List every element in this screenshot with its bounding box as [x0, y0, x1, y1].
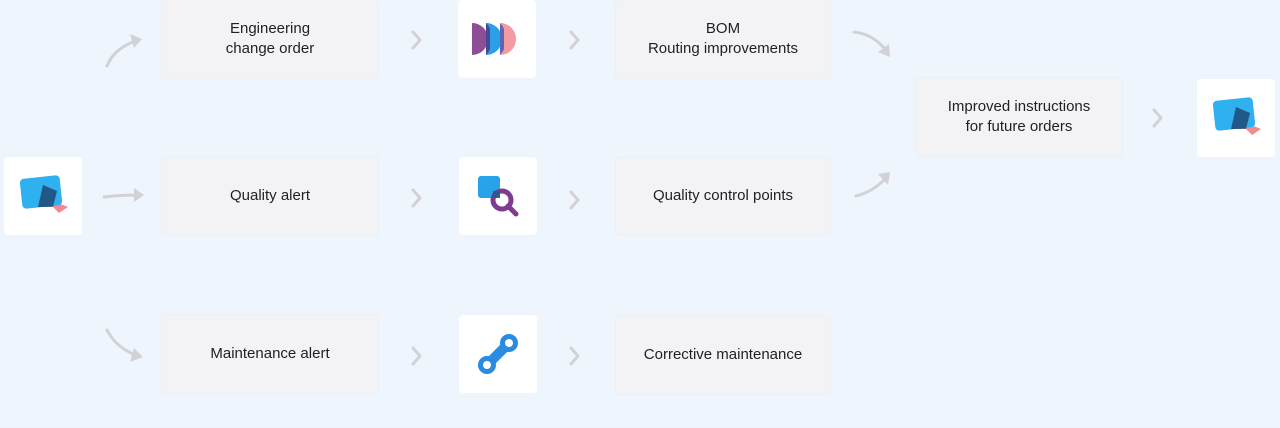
- chevron-right-icon: [569, 30, 580, 50]
- bom-routing-box: BOM Routing improvements: [616, 0, 830, 78]
- plm-app-icon: [458, 0, 536, 78]
- improved-instructions-box: Improved instructions for future orders: [916, 78, 1122, 156]
- maintenance-alert-box: Maintenance alert: [162, 315, 378, 393]
- chevron-right-icon: [411, 188, 422, 208]
- engineering-change-order-label: Engineering change order: [225, 20, 315, 57]
- corrective-maintenance-label: Corrective maintenance: [643, 346, 803, 363]
- bom-routing-label: BOM Routing improvements: [647, 20, 799, 57]
- improved-instructions-label: Improved instructions for future orders: [947, 98, 1091, 135]
- chevron-right-icon: [569, 346, 580, 366]
- arrow-right-icon: [102, 188, 144, 202]
- chevron-right-icon: [411, 30, 422, 50]
- quality-alert-box: Quality alert: [162, 157, 378, 235]
- quality-control-points-label: Quality control points: [652, 187, 794, 204]
- arrow-down-right-icon: [105, 328, 143, 362]
- maintenance-alert-label: Maintenance alert: [210, 345, 330, 362]
- arrow-down-right-icon: [852, 30, 890, 57]
- quality-control-points-box: Quality control points: [616, 157, 830, 235]
- arrow-up-right-icon: [854, 172, 890, 198]
- chevron-right-icon: [1152, 108, 1163, 128]
- arrow-up-right-icon: [105, 34, 142, 68]
- maintenance-app-icon: [459, 315, 537, 393]
- chevron-right-icon: [569, 190, 580, 210]
- chevron-right-icon: [411, 346, 422, 366]
- engineering-change-order-box: Engineering change order: [162, 0, 378, 78]
- shop-floor-outcome-icon: [1197, 79, 1275, 157]
- quality-app-icon: [459, 157, 537, 235]
- shop-floor-source-icon: [4, 157, 82, 235]
- corrective-maintenance-box: Corrective maintenance: [616, 316, 830, 394]
- quality-alert-label: Quality alert: [229, 187, 311, 204]
